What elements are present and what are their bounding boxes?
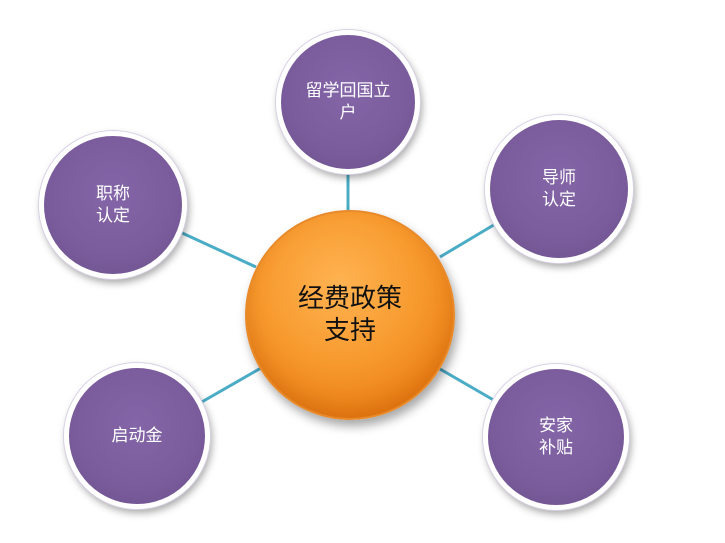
connector-top-right xyxy=(439,221,498,259)
connector-top-left xyxy=(179,230,257,269)
hub-node: 经费政策 支持 xyxy=(245,210,455,420)
node-bottom-left-label: 启动金 xyxy=(111,426,163,446)
connector-bottom-left xyxy=(199,366,262,405)
node-bottom-right: 安家 补贴 xyxy=(483,364,629,510)
hub-label: 经费政策 支持 xyxy=(297,284,402,346)
node-top-label: 留学回国立 户 xyxy=(305,81,391,123)
node-top: 留学回国立 户 xyxy=(276,30,420,174)
node-top-right: 导师 认定 xyxy=(485,115,633,263)
node-bottom-left: 启动金 xyxy=(64,363,210,509)
node-bottom-right-label: 安家 补贴 xyxy=(539,416,573,458)
node-top-left: 职称 认定 xyxy=(39,131,187,279)
node-top-left-label: 职称 认定 xyxy=(96,184,130,226)
node-top-right-label: 导师 认定 xyxy=(542,168,576,210)
connector-bottom-right xyxy=(439,367,498,404)
